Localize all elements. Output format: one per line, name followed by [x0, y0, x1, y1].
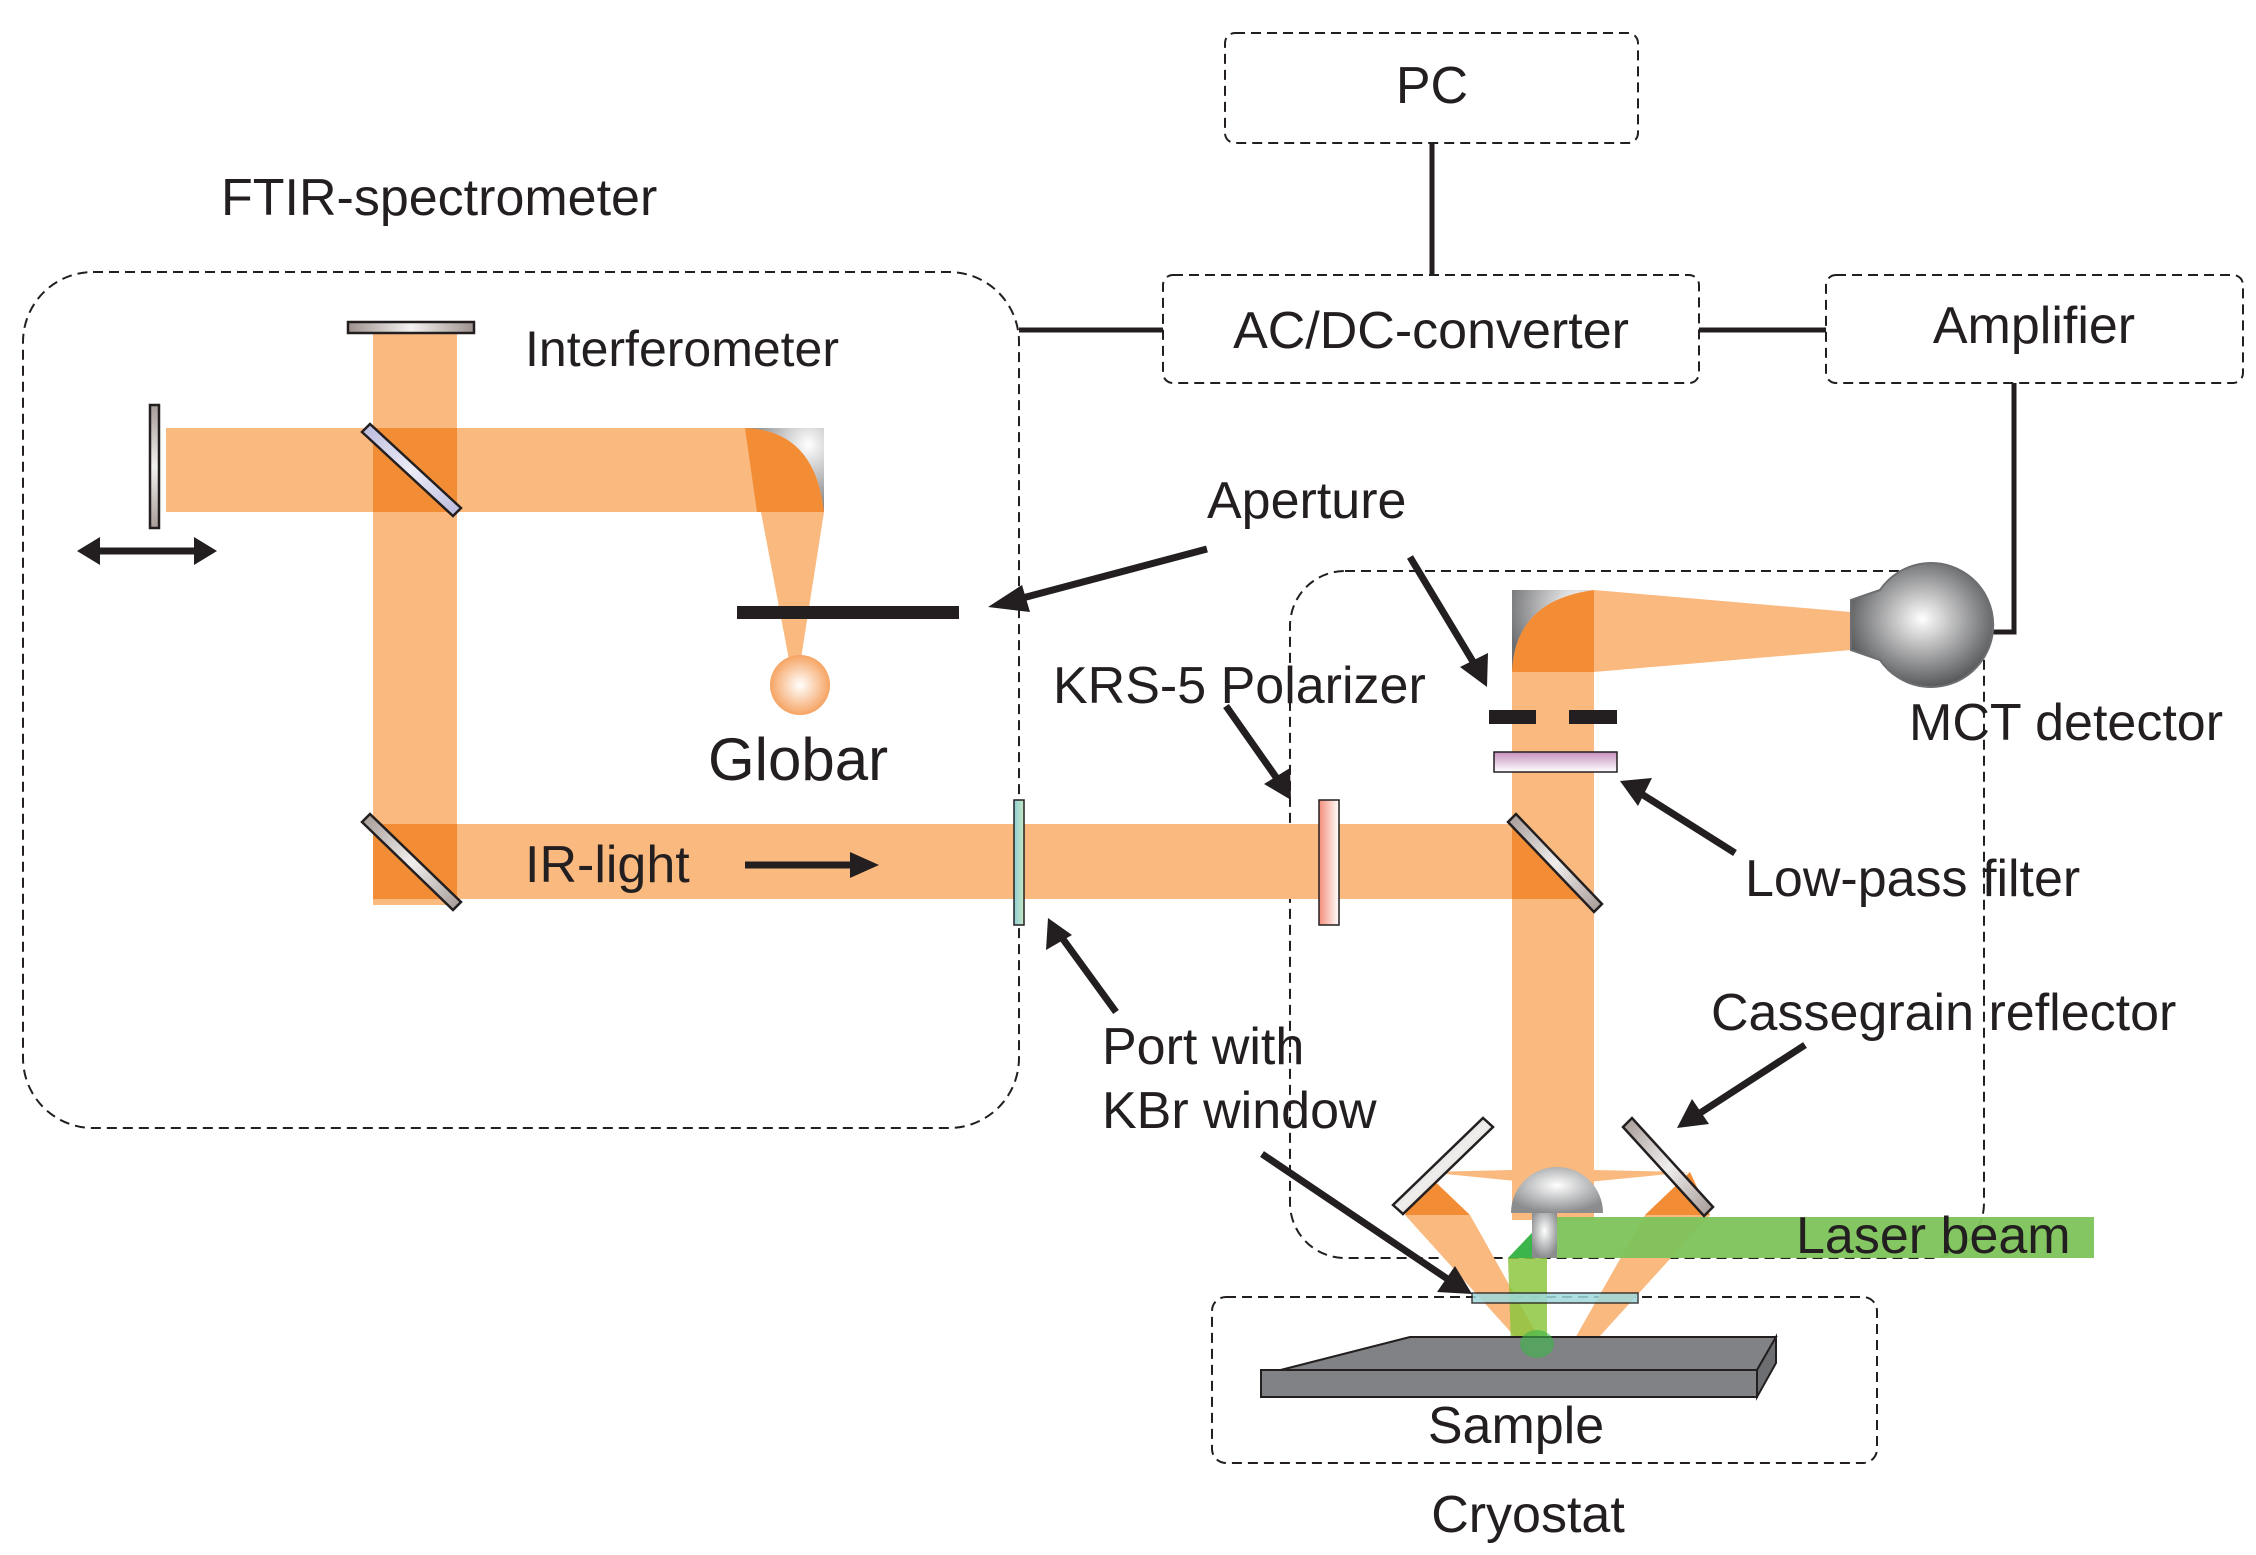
laser-spot — [1520, 1330, 1554, 1358]
moving-mirror-double-arrow — [77, 537, 217, 565]
moving-mirror — [148, 403, 161, 530]
laser-beam — [1547, 1217, 2094, 1258]
ftir-spectrometer-label: FTIR-spectrometer — [221, 169, 657, 227]
cryostat-box — [1211, 1296, 1878, 1464]
cassegrain-reflector-label: Cassegrain reflector — [1711, 984, 2176, 1042]
port-label-line2: KBr window — [1102, 1082, 1377, 1140]
acdc-converter-label: AC/DC-converter — [1233, 302, 1629, 360]
aperture-arrow-left — [988, 545, 1208, 612]
parabolic-mirror-detector — [1512, 590, 1594, 672]
cassegrain-arrow — [1677, 1042, 1807, 1128]
kbr-window-arrow — [1260, 1151, 1472, 1294]
lowpass-filter — [1493, 751, 1618, 773]
parabolic-mirror-overlap — [745, 428, 824, 512]
cassegrain-primary-left — [1391, 1116, 1495, 1216]
amplifier-box — [1825, 274, 2244, 384]
laser-beam-label: Laser beam — [1796, 1207, 2071, 1265]
aperture-stop-globar — [737, 606, 959, 619]
pc-label: PC — [1396, 57, 1468, 115]
aperture-arrow-right — [1407, 555, 1488, 687]
globar-label: Globar — [708, 726, 888, 793]
lowpass-filter-arrow — [1620, 778, 1737, 856]
ir-light-direction-arrow — [745, 852, 879, 878]
aperture-label: Aperture — [1207, 472, 1406, 530]
interferometer-label: Interferometer — [525, 321, 839, 377]
globar-source — [770, 655, 830, 715]
sample-slab — [1260, 1333, 1778, 1401]
beamsplitter — [360, 422, 463, 518]
parabolic-mirror-overlap-right — [1512, 590, 1594, 672]
aperture-right-blade — [1569, 710, 1617, 724]
ir-beam-horizontal-upper — [166, 428, 824, 512]
cassegrain-secondary-mirror — [1511, 1167, 1603, 1213]
cryostat-kbr-window — [1471, 1292, 1639, 1304]
lowpass-filter-label: Low-pass filter — [1745, 850, 2080, 908]
parabolic-mirror-globar — [745, 428, 824, 512]
kbr-port-window — [1013, 799, 1025, 926]
polarizer-arrow — [1223, 703, 1291, 800]
port-arrow — [1046, 918, 1119, 1015]
ir-beam-to-detector — [1594, 590, 1851, 672]
amplifier-label: Amplifier — [1933, 297, 2135, 355]
cassegrain-secondary-stem — [1532, 1213, 1557, 1258]
ir-beam-vertical-right — [1512, 600, 1594, 1220]
cryostat-label: Cryostat — [1431, 1486, 1625, 1544]
folding-mirror-right — [1506, 812, 1604, 914]
ftir-spectrometer-box — [22, 271, 1020, 1129]
ir-beam-horizontal-lower — [373, 824, 1594, 899]
mct-detector-label: MCT detector — [1909, 694, 2223, 752]
krs5-polarizer-label: KRS-5 Polarizer — [1053, 657, 1426, 715]
port-label-line1: Port with — [1102, 1018, 1304, 1076]
sample-label: Sample — [1428, 1397, 1604, 1455]
ir-light-label: IR-light — [525, 836, 690, 894]
mct-detector — [1850, 562, 1995, 688]
krs5-polarizer — [1318, 799, 1340, 926]
aperture-left-blade — [1489, 710, 1536, 724]
fixed-mirror — [346, 320, 476, 335]
folding-mirror-lower — [360, 812, 463, 912]
ir-beam-vertical-left — [373, 333, 457, 905]
cassegrain-primary-right — [1621, 1116, 1715, 1218]
